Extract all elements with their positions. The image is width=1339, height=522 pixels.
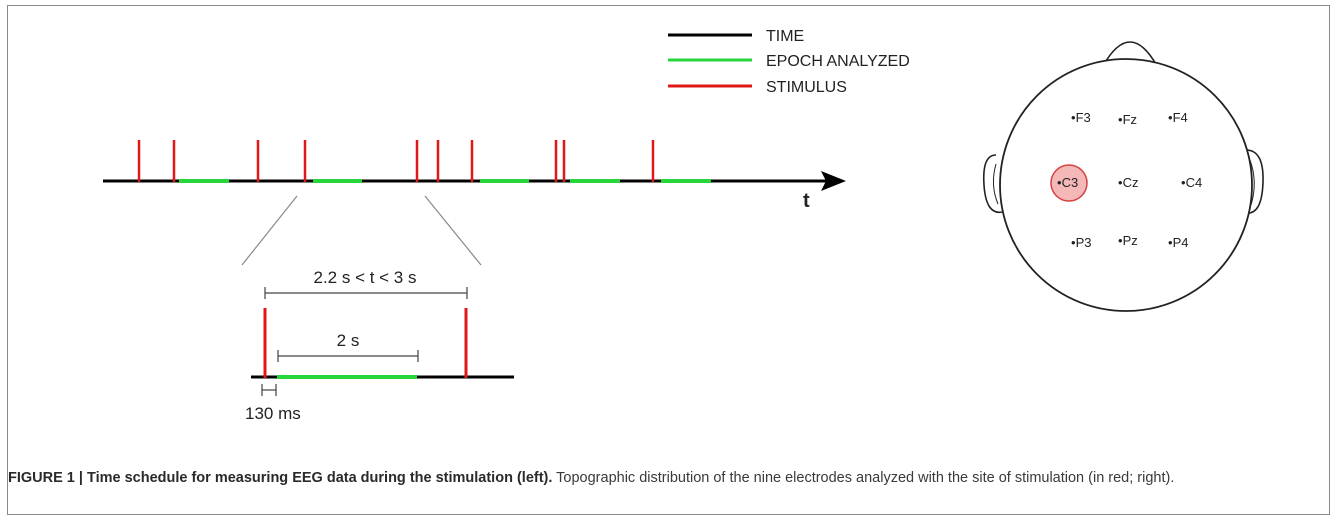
electrode-F4-label: F4 — [1173, 110, 1188, 125]
electrode-C3: •C3 — [1057, 175, 1078, 190]
electrode-Cz: •Cz — [1118, 175, 1138, 190]
legend-epoch-label: EPOCH ANALYZED — [766, 53, 910, 70]
electrode-F3: •F3 — [1071, 110, 1091, 125]
stimulation-site-highlight — [1050, 164, 1088, 202]
electrode-P3-label: P3 — [1076, 235, 1092, 250]
main-timeline: t — [103, 140, 846, 212]
electrode-Fz-label: Fz — [1123, 112, 1137, 127]
legend-stimulus-label: STIMULUS — [766, 79, 847, 96]
electrode-Pz: •Pz — [1118, 233, 1138, 248]
electrode-head-map: •F3 •Fz •F4 •C3 •Cz •C4 •P3 •Pz •P4 — [982, 41, 1264, 312]
electrode-Cz-label: Cz — [1123, 175, 1139, 190]
electrode-labels: •F3 •Fz •F4 •C3 •Cz •C4 •P3 •Pz •P4 — [1057, 110, 1202, 250]
time-axis-arrowhead — [821, 171, 846, 191]
head-left-ear-inner — [992, 163, 999, 205]
electrode-P3: •P3 — [1071, 235, 1091, 250]
electrode-F3-label: F3 — [1076, 110, 1091, 125]
electrode-C4-label: C4 — [1186, 175, 1203, 190]
electrode-C3-label: C3 — [1062, 175, 1079, 190]
zoom-connector-right — [424, 195, 482, 266]
caption-body: Topographic distribution of the nine ele… — [552, 470, 1175, 486]
head-left-ear — [982, 154, 1003, 214]
electrode-P4-label: P4 — [1173, 235, 1189, 250]
legend-time-label: TIME — [766, 28, 804, 45]
electrode-Fz: •Fz — [1118, 112, 1137, 127]
zoomed-epoch-detail: 2.2 s < t < 3 s 2 s 130 ms — [245, 268, 514, 423]
caption-lead: FIGURE 1 | Time schedule for measuring E… — [8, 470, 553, 486]
legend: TIME EPOCH ANALYZED STIMULUS — [668, 28, 910, 96]
electrode-F4: •F4 — [1168, 110, 1188, 125]
electrode-C4: •C4 — [1181, 175, 1202, 190]
zoom-epoch-label: 2 s — [337, 331, 360, 350]
head-right-ear-inner — [1249, 159, 1255, 206]
electrode-P4: •P4 — [1168, 235, 1188, 250]
zoom-offset-label: 130 ms — [245, 404, 301, 423]
zoom-range-label: 2.2 s < t < 3 s — [313, 268, 416, 287]
figure-caption: FIGURE 1 | Time schedule for measuring E… — [8, 470, 1326, 487]
electrode-Pz-label: Pz — [1123, 233, 1138, 248]
time-axis-label: t — [803, 190, 810, 212]
zoom-connector-left — [241, 195, 298, 266]
head-outline — [999, 58, 1253, 312]
